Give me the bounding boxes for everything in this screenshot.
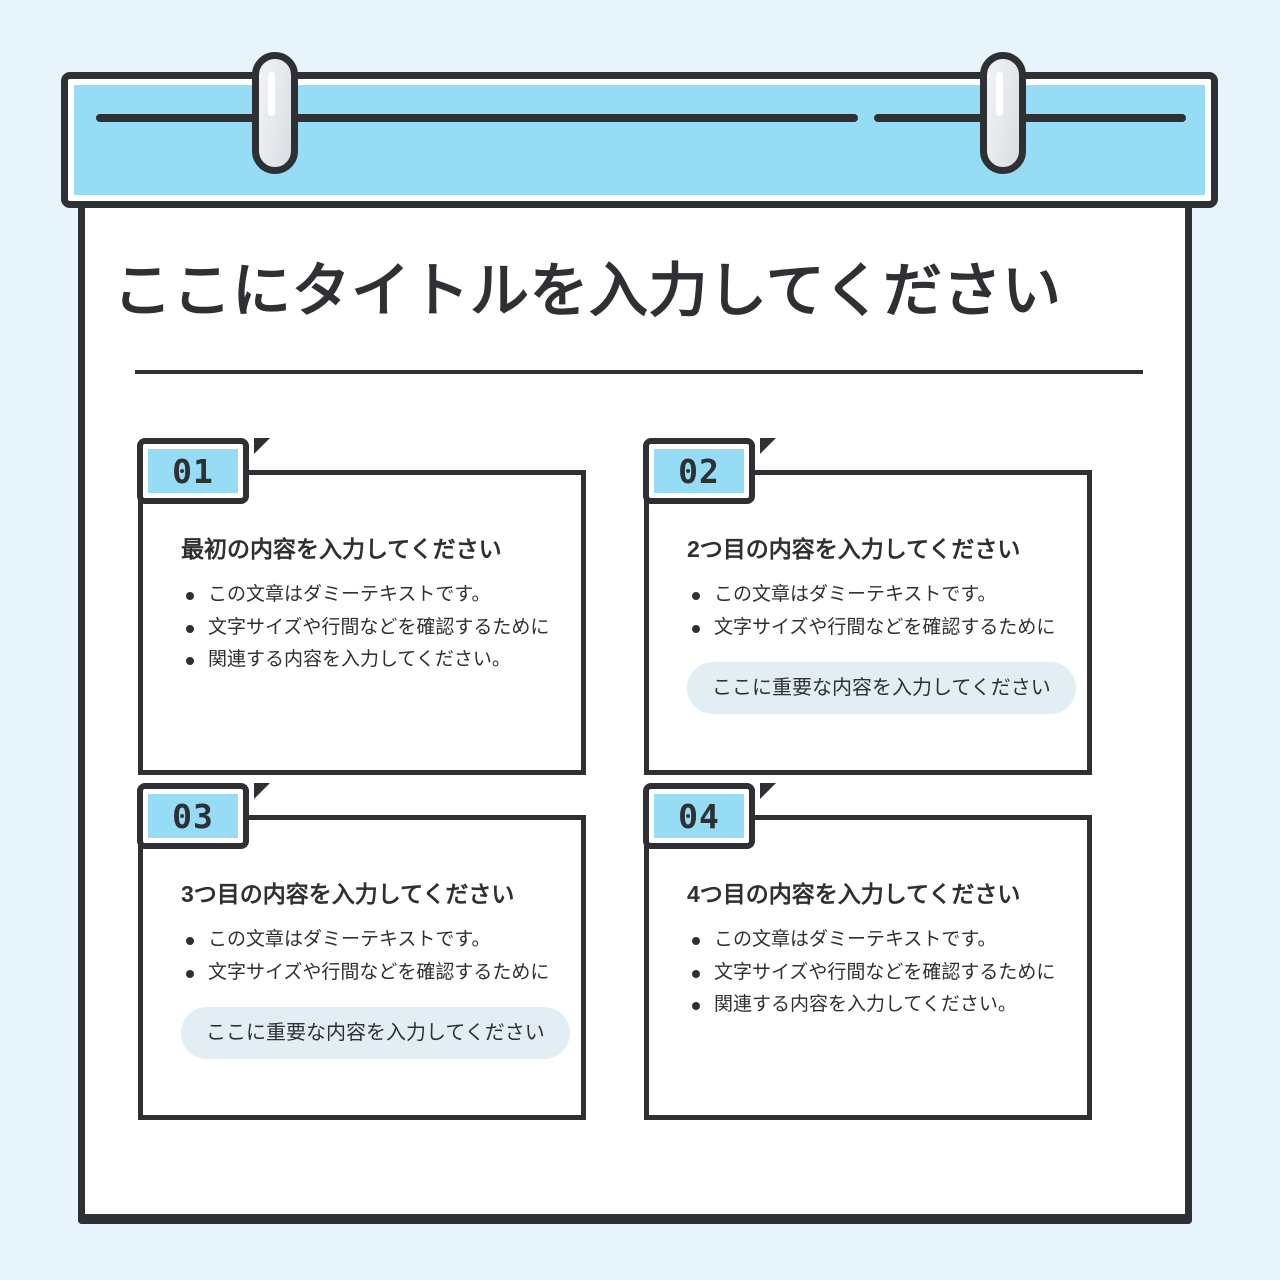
card-bullet-list-01: この文章はダミーテキストです。 文字サイズや行間などを確認するために 関連する内…: [181, 579, 581, 677]
content-card-02[interactable]: 02 2つ目の内容を入力してください この文章はダミーテキストです。 文字サイズ…: [643, 438, 1092, 775]
card-number-badge-04: 04: [643, 783, 755, 849]
clip-right-icon: [980, 52, 1026, 174]
clip-right-highlight: [996, 72, 1003, 116]
card-heading-04: 4つ目の内容を入力してください: [687, 881, 1021, 907]
card-number-badge-fill-01: 01: [148, 449, 238, 493]
card-number-label-03: 03: [172, 796, 214, 836]
clip-left-highlight: [268, 72, 275, 116]
list-item: この文章はダミーテキストです。: [181, 924, 581, 957]
card-body-02: 2つ目の内容を入力してください この文章はダミーテキストです。 文字サイズや行間…: [649, 475, 1087, 715]
clipboard-banner: [61, 72, 1218, 208]
card-badge-flag-icon-03: [254, 783, 270, 799]
card-number-badge-fill-03: 03: [148, 794, 238, 838]
list-item: 文字サイズや行間などを確認するために: [181, 612, 581, 645]
card-number-badge-01: 01: [137, 438, 249, 504]
page-title: ここにタイトルを入力してください: [113, 258, 1062, 324]
card-number-label-01: 01: [172, 451, 214, 491]
card-body-04: 4つ目の内容を入力してください この文章はダミーテキストです。 文字サイズや行間…: [649, 820, 1087, 1022]
card-number-label-04: 04: [678, 796, 720, 836]
card-number-badge-03: 03: [137, 783, 249, 849]
card-bullet-list-04: この文章はダミーテキストです。 文字サイズや行間などを確認するために 関連する内…: [687, 924, 1087, 1022]
card-heading-03: 3つ目の内容を入力してください: [181, 881, 515, 907]
card-body-01: 最初の内容を入力してください この文章はダミーテキストです。 文字サイズや行間な…: [143, 475, 581, 677]
card-number-badge-fill-04: 04: [654, 794, 744, 838]
banner-rod-left: [96, 114, 858, 122]
banner-rod-right: [874, 114, 1186, 122]
content-card-03[interactable]: 03 3つ目の内容を入力してください この文章はダミーテキストです。 文字サイズ…: [137, 783, 586, 1120]
list-item: この文章はダミーテキストです。: [181, 579, 581, 612]
list-item: 文字サイズや行間などを確認するために: [687, 957, 1087, 990]
card-number-badge-fill-02: 02: [654, 449, 744, 493]
content-card-04[interactable]: 04 4つ目の内容を入力してください この文章はダミーテキストです。 文字サイズ…: [643, 783, 1092, 1120]
title-divider: [135, 369, 1143, 374]
banner-fill: [74, 85, 1205, 195]
card-heading-02: 2つ目の内容を入力してください: [687, 536, 1021, 562]
card-highlight-02: ここに重要な内容を入力してください: [687, 662, 1076, 715]
list-item: 関連する内容を入力してください。: [181, 644, 581, 677]
card-number-label-02: 02: [678, 451, 720, 491]
list-item: この文章はダミーテキストです。: [687, 924, 1087, 957]
list-item: 文字サイズや行間などを確認するために: [181, 957, 581, 990]
card-grid: 01 最初の内容を入力してください この文章はダミーテキストです。 文字サイズや…: [137, 438, 1140, 1120]
card-highlight-03: ここに重要な内容を入力してください: [181, 1007, 570, 1060]
card-badge-flag-icon-02: [760, 438, 776, 454]
clip-left-icon: [252, 52, 298, 174]
list-item: 関連する内容を入力してください。: [687, 989, 1087, 1022]
card-number-badge-02: 02: [643, 438, 755, 504]
title-block: ここにタイトルを入力してください: [113, 258, 1143, 374]
card-badge-flag-icon-01: [254, 438, 270, 454]
card-badge-flag-icon-04: [760, 783, 776, 799]
list-item: 文字サイズや行間などを確認するために: [687, 612, 1087, 645]
card-bullet-list-03: この文章はダミーテキストです。 文字サイズや行間などを確認するために: [181, 924, 581, 989]
card-bullet-list-02: この文章はダミーテキストです。 文字サイズや行間などを確認するために: [687, 579, 1087, 644]
card-body-03: 3つ目の内容を入力してください この文章はダミーテキストです。 文字サイズや行間…: [143, 820, 581, 1060]
list-item: この文章はダミーテキストです。: [687, 579, 1087, 612]
card-heading-01: 最初の内容を入力してください: [181, 536, 502, 562]
content-card-01[interactable]: 01 最初の内容を入力してください この文章はダミーテキストです。 文字サイズや…: [137, 438, 586, 775]
